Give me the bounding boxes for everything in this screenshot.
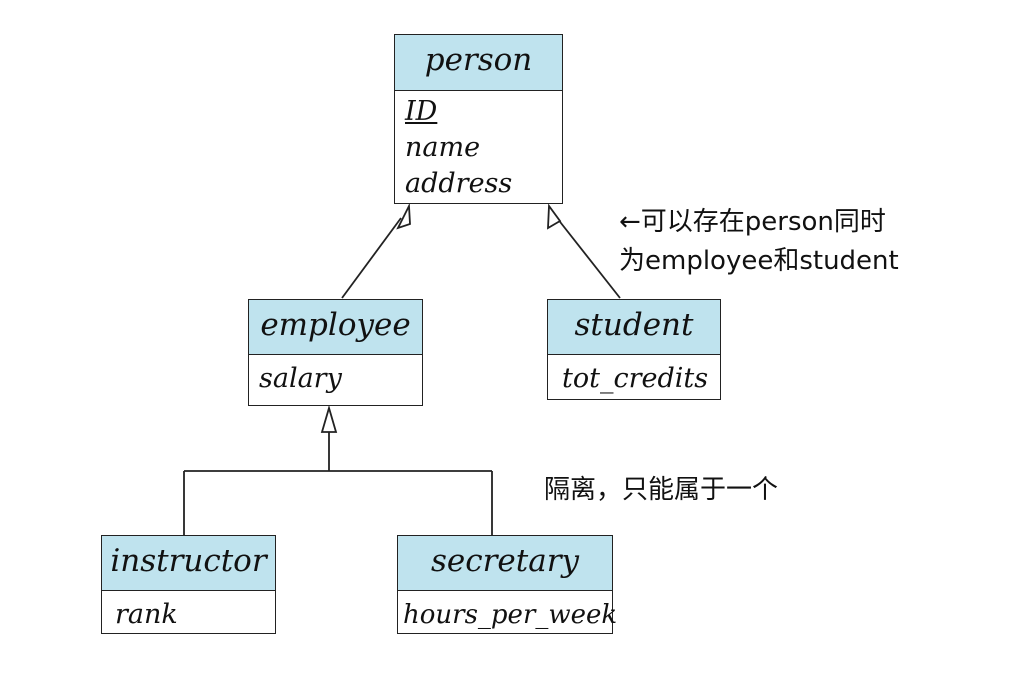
attribute: hours_per_week [403, 600, 618, 630]
overlapping-note-line2: 为employee和student [619, 246, 899, 276]
student-arrowhead-icon [547, 203, 562, 230]
student-entity: student tot_credits [547, 299, 721, 400]
entity-title: secretary [398, 536, 612, 591]
person-entity: person ID name address [394, 34, 563, 204]
attribute-list: ID name address [395, 91, 562, 202]
attribute: name [405, 132, 481, 163]
attribute-list: rank [102, 591, 275, 633]
entity-title: employee [249, 300, 422, 355]
overlapping-note-line1: ←可以存在person同时 [619, 207, 886, 237]
entity-title: person [395, 35, 562, 91]
entity-title: student [548, 300, 720, 355]
student-to-person-line [556, 217, 621, 299]
attribute: salary [259, 363, 342, 394]
attribute: tot_credits [562, 363, 709, 394]
employee-to-person-line [341, 217, 402, 299]
instructor-entity: instructor rank [101, 535, 276, 634]
attribute-list: salary [249, 355, 422, 397]
attribute: rank [115, 599, 178, 630]
disjoint-note: 隔离，只能属于一个 [544, 475, 779, 505]
attribute-list: tot_credits [548, 355, 720, 397]
disjoint-arrowhead-icon [320, 404, 338, 433]
employee-entity: employee salary [248, 299, 423, 406]
attribute-list: hours_per_week [398, 591, 618, 633]
primary-key-attribute: ID [405, 96, 438, 127]
entity-title: instructor [102, 536, 275, 591]
secretary-entity: secretary hours_per_week [397, 535, 618, 634]
employee-arrowhead-icon [396, 202, 411, 230]
attribute: address [405, 168, 513, 199]
